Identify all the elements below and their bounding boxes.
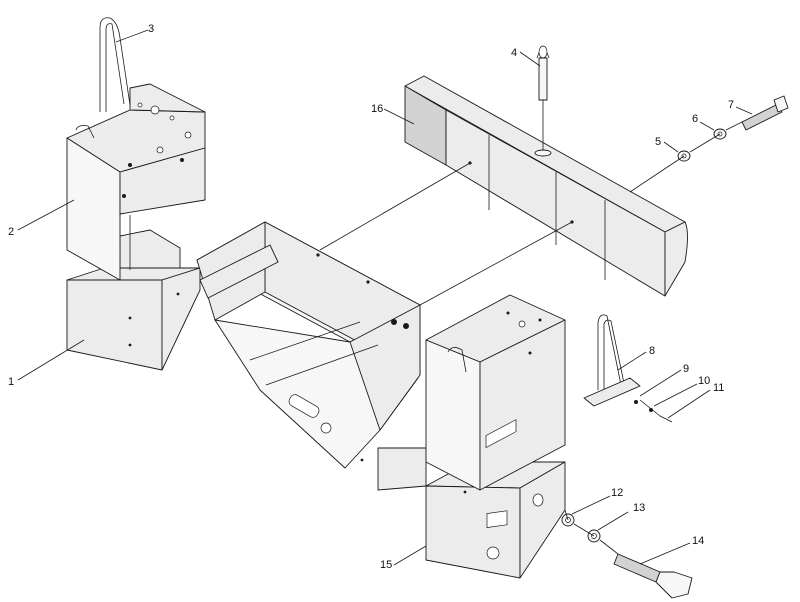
callout-5: 5 <box>655 136 661 148</box>
part-2-upper-left-box <box>66 83 206 281</box>
callout-15: 15 <box>380 559 392 571</box>
explode-lines <box>129 100 743 555</box>
callout-7: 7 <box>728 99 734 111</box>
callout-4: 4 <box>511 47 517 59</box>
callout-16: 16 <box>371 103 383 115</box>
callout-labels: 1 2 3 4 5 6 7 8 9 10 11 12 13 14 15 16 <box>8 23 734 571</box>
parts-12-13-14-washers-bolt <box>561 513 693 599</box>
callout-8: 8 <box>649 345 655 357</box>
part-3-handle <box>75 17 131 139</box>
callout-6: 6 <box>692 113 698 125</box>
callout-12: 12 <box>611 487 623 499</box>
part-16-counterweight-bar <box>404 75 688 297</box>
callout-1: 1 <box>8 376 14 388</box>
callout-2: 2 <box>8 226 14 238</box>
callout-13: 13 <box>633 502 645 514</box>
part-1-lower-left-block <box>66 229 201 371</box>
right-middle-box <box>425 294 566 491</box>
center-frame-assembly <box>196 221 421 469</box>
parts-8-11-handle-fasteners <box>583 314 673 423</box>
callout-9: 9 <box>683 363 689 375</box>
callout-leaders <box>17 29 753 566</box>
callout-11: 11 <box>713 382 724 394</box>
callout-10: 10 <box>698 375 710 387</box>
callout-14: 14 <box>692 535 704 547</box>
callout-3: 3 <box>148 23 154 35</box>
